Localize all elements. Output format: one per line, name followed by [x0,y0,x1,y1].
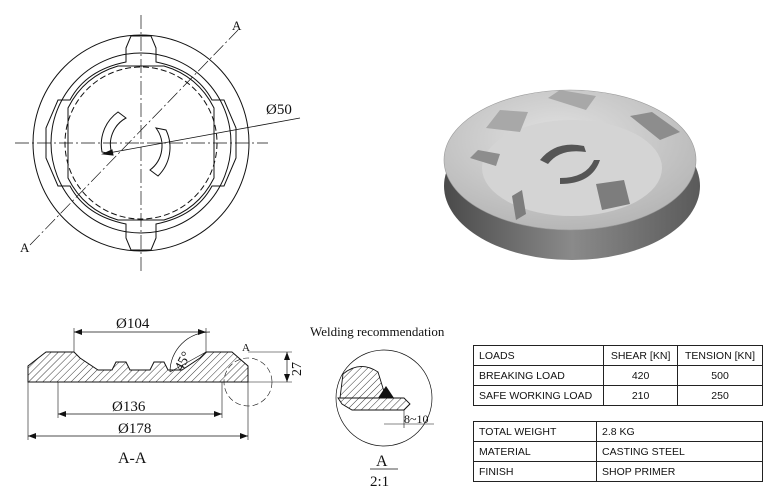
leader-arrow [101,149,114,156]
detail-circle [223,357,273,407]
weld-detail-circle [335,349,433,447]
rim-inner-circle [50,52,232,234]
loads-table: LOADS SHEAR [KN] TENSION [KN] BREAKING L… [472,345,763,406]
diameter-leader [102,117,301,155]
height-arrow-top [284,352,290,360]
dim-136-arrow-left [58,411,66,417]
render-slot-1 [540,144,586,164]
row-shear: 210 [603,385,679,406]
top-view [15,15,301,272]
section-caption: A-A [118,450,147,467]
render-lug-2 [548,90,596,110]
row-label: SAFE WORKING LOAD [472,385,605,406]
detail-mark: A [242,342,250,354]
weld-bead [378,386,394,398]
height-label: 27 [290,362,305,376]
section-view [27,328,292,440]
render-recess [482,120,662,216]
hidden-circle [64,66,218,220]
loads-header-label: LOADS [472,345,605,366]
section-mark-top: A [232,18,242,33]
render-3d [443,89,700,260]
section-hatch [27,351,249,383]
lug-inner-profile [67,65,215,221]
row-tension: 250 [677,385,763,406]
detail-scale: 2:1 [370,474,389,490]
outer-rim-circle [32,34,250,252]
property-value: CASTING STEEL [596,441,763,462]
dim-178-arrow-left [28,433,36,439]
properties-table: TOTAL WEIGHT 2.8 KG MATERIAL CASTING STE… [473,421,763,482]
angle-leg [169,351,207,373]
dim-104-label: Ø104 [116,316,150,332]
loads-header-tension: TENSION [KN] [677,345,763,366]
lug-profile [45,35,237,251]
loads-header-row: LOADS SHEAR [KN] TENSION [KN] [472,345,763,366]
table-row: FINISH SHOP PRIMER [473,461,763,482]
section-mark-bottom: A [20,240,30,255]
welding-title: Welding recommendation [310,324,445,339]
dim-178-arrow-right [240,433,248,439]
slot-left [100,111,127,155]
table-row: BREAKING LOAD 420 500 [472,365,763,386]
render-lug-6 [596,180,630,210]
render-slot-2 [560,160,600,184]
property-value: 2.8 KG [596,421,763,442]
loads-header-shear: SHEAR [KN] [603,345,679,366]
weld-plate-hatch [337,397,411,411]
slot-right [149,127,171,177]
row-label: BREAKING LOAD [472,365,605,386]
property-value: SHOP PRIMER [596,461,763,482]
property-label: MATERIAL [473,441,597,462]
section-line [29,29,239,246]
render-lug-3 [630,112,680,140]
table-row: SAFE WORKING LOAD 210 250 [472,385,763,406]
height-arrow-bottom [284,374,290,382]
welding-detail [335,349,434,470]
table-row: MATERIAL CASTING STEEL [473,441,763,462]
property-label: FINISH [473,461,597,482]
detail-letter: A [376,453,388,470]
dim-136-label: Ø136 [112,399,146,415]
render-lug-5 [512,190,526,220]
table-row: TOTAL WEIGHT 2.8 KG [473,421,763,442]
weld-size-label: 8~10 [404,412,429,426]
render-lug-4 [470,150,500,166]
property-label: TOTAL WEIGHT [473,421,597,442]
diameter-label: Ø50 [266,102,292,118]
weld-part-hatch [339,366,387,399]
dim-178-label: Ø178 [118,421,151,437]
row-tension: 500 [677,365,763,386]
render-lug-1 [486,110,528,132]
row-shear: 420 [603,365,679,386]
dim-136-arrow-right [214,411,222,417]
dim-104-arrow-left [74,329,82,335]
angle-arc [169,331,211,373]
